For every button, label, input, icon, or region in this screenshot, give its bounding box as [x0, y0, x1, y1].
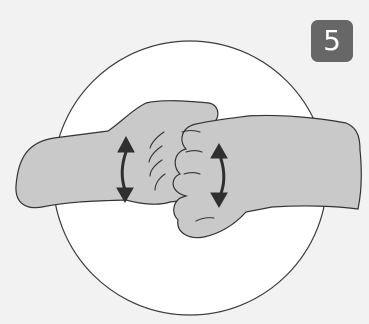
step-number-badge: 5 [311, 20, 353, 62]
